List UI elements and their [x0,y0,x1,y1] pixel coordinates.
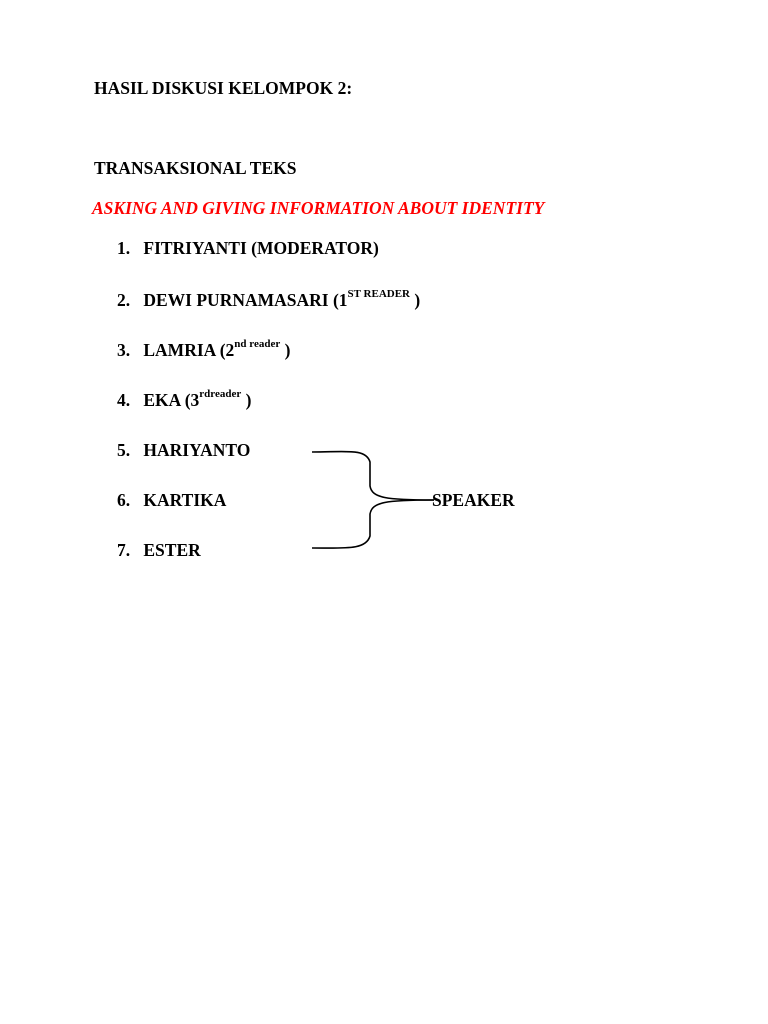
list-item-superscript: ST READER [347,288,411,301]
list-item-superscript: nd reader [234,338,281,351]
list-item-number: 2. [117,290,131,310]
list-item-number: 5. [117,440,131,460]
list-item-text: FITRIYANTI (MODERATOR) [143,238,379,258]
list-item-tail: ) [410,290,421,310]
list-item: 7. ESTER [117,540,201,560]
curly-brace-icon [311,450,435,549]
list-item: 6. KARTIKA [117,490,226,510]
document-subtitle: ASKING AND GIVING INFORMATION ABOUT IDEN… [92,198,545,218]
list-item: 5. HARIYANTO [117,440,250,460]
list-item-number: 3. [117,340,131,360]
list-item: 1. FITRIYANTI (MODERATOR) [117,238,379,258]
list-item-tail: ) [280,340,291,360]
list-item-text: KARTIKA [143,490,227,510]
list-item-superscript: rdreader [199,388,242,401]
list-item: 2. DEWI PURNAMASARI (1ST READER ) [117,288,421,310]
list-item-number: 1. [117,238,131,258]
list-item-number: 7. [117,540,131,560]
list-item-text: DEWI PURNAMASARI (1 [143,290,348,310]
section-heading: TRANSAKSIONAL TEKS [94,158,297,178]
list-item-text: ESTER [143,540,201,560]
list-item: 4. EKA (3rdreader ) [117,388,252,410]
list-item-text: LAMRIA (2 [143,340,235,360]
group-label: SPEAKER [432,490,515,510]
list-item-text: EKA (3 [143,390,200,410]
list-item-number: 6. [117,490,131,510]
list-item-text: HARIYANTO [143,440,251,460]
list-item-number: 4. [117,390,131,410]
list-item-tail: ) [241,390,252,410]
document-title: HASIL DISKUSI KELOMPOK 2: [94,78,353,98]
list-item: 3. LAMRIA (2nd reader ) [117,338,291,360]
